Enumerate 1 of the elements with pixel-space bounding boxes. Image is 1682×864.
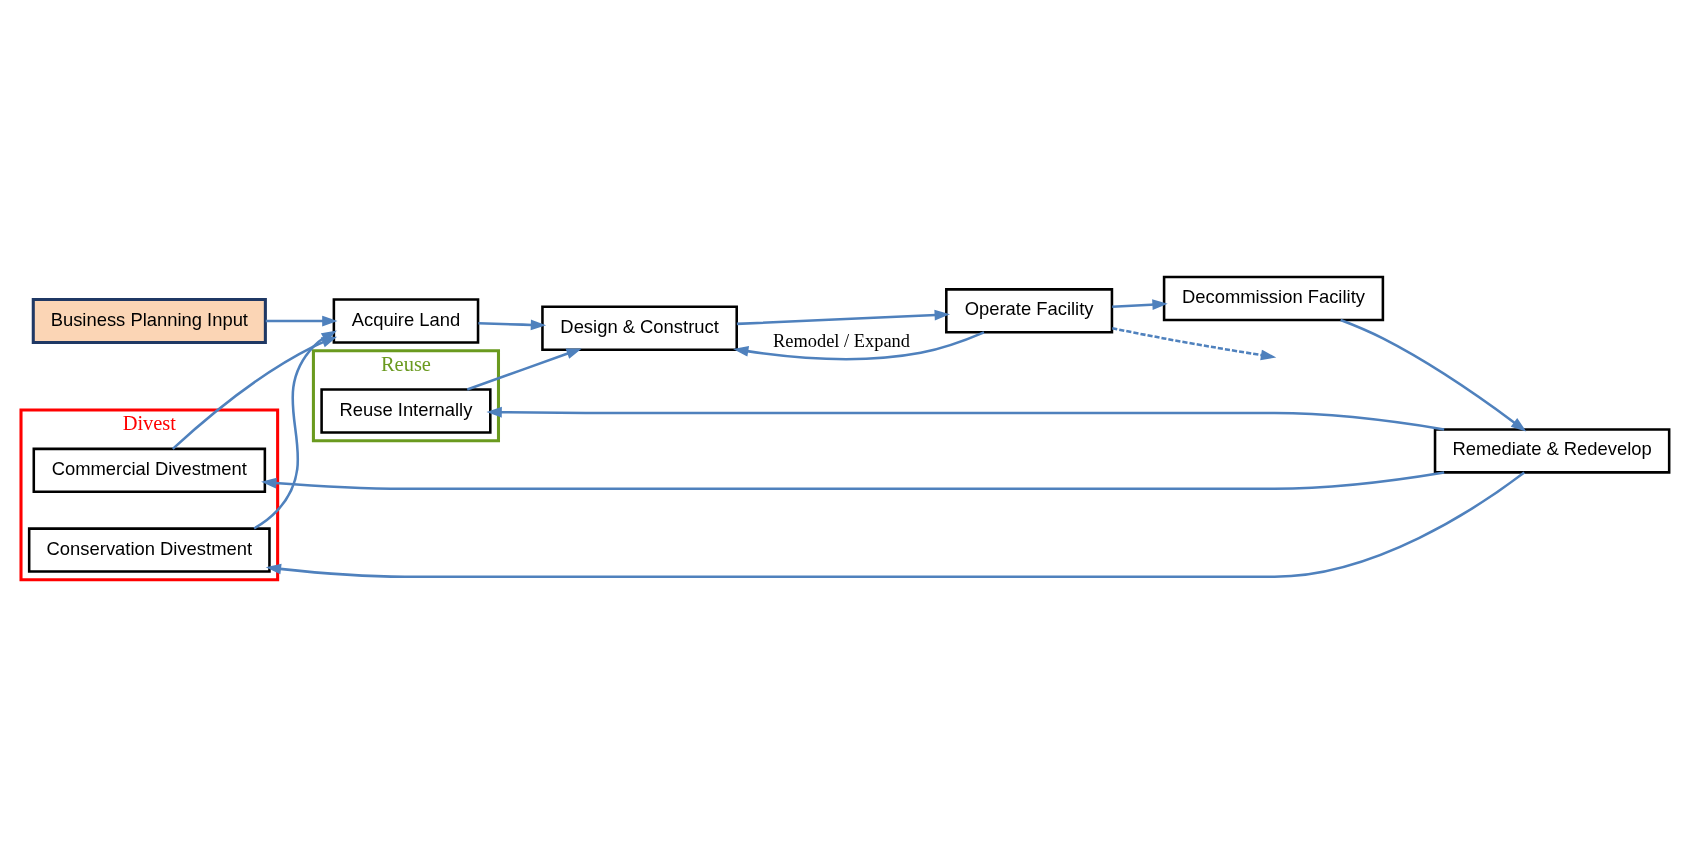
edge-label: Remodel / Expand (773, 330, 910, 351)
